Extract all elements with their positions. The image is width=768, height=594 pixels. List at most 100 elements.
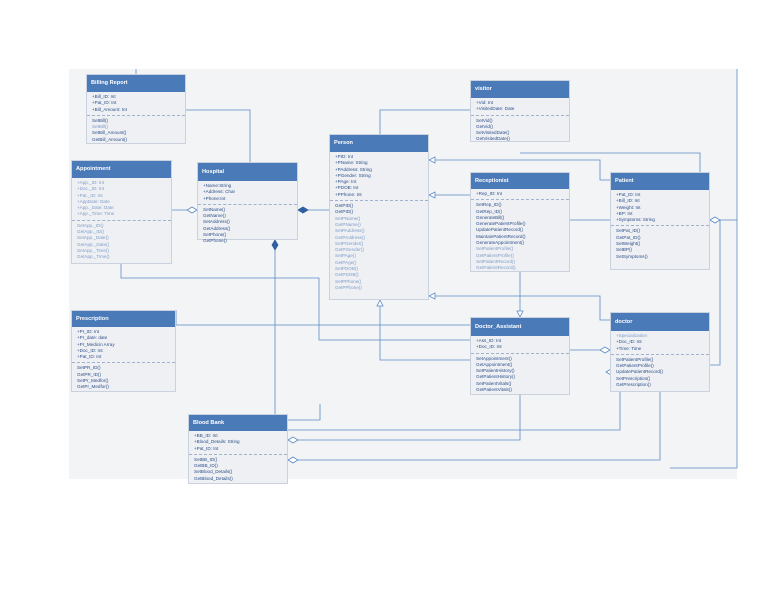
- attributes-section: +Vid: Int +VisitedDate: Date: [471, 98, 569, 115]
- method: SetApp._Time(): [77, 247, 109, 253]
- method: GetApp._Time(): [77, 254, 110, 260]
- method: SetPatientProfile(): [476, 246, 514, 252]
- method: GetPatientRecord(): [476, 265, 516, 271]
- class-receptionist: Receptionist +Rep_ID: Int SetRep_ID() Ge…: [470, 172, 570, 272]
- class-header: Receptionist: [471, 173, 569, 189]
- method: SetBlood_Details(): [194, 469, 233, 475]
- attribute: +Pat_ID: Int: [194, 445, 219, 451]
- method: SetPDOB(): [335, 266, 358, 272]
- attribute: +Ass_ID: Int: [476, 338, 502, 343]
- method: GetApp._ID(): [77, 229, 105, 235]
- method: GetPat_ID(): [616, 234, 641, 240]
- method: GetVisitedDate(): [476, 136, 510, 142]
- attribute: +App._ID: Int: [77, 180, 104, 185]
- method: GetBill_Amount(): [92, 136, 127, 142]
- class-hospital: Hospital +Name:String +Address: Char +Ph…: [197, 162, 298, 243]
- methods-section: SetPR_ID() GetPR_ID() SetPr_Medfor() Get…: [72, 362, 175, 392]
- attribute: +Pat_ID: Int: [616, 192, 641, 197]
- relationship-line: [429, 159, 610, 181]
- inheritance-arrow: [428, 156, 436, 164]
- methods-section: SetApp._ID() GetApp._ID() SetApp._Date()…: [72, 219, 171, 263]
- attribute: +Blood_Details: String: [194, 439, 240, 445]
- method: GetVid(): [476, 123, 494, 129]
- method: SetPatientProfile(): [616, 356, 654, 362]
- method: GetPatientHistory(): [476, 374, 516, 380]
- attributes-section: +Ass_ID: Int +Doc_ID: Int: [471, 336, 569, 353]
- method: UpdatePatientRecord(): [476, 227, 523, 233]
- class-patient: Patient +Pat_ID: Int +Bill_ID: Int +Weig…: [610, 172, 710, 270]
- attribute: +PGender: String: [335, 172, 371, 178]
- aggregation-diamond: [709, 216, 721, 224]
- attribute: +PName: String: [335, 160, 368, 166]
- class-blood-bank: Blood Bank +BB_ID: Int +Blood_Details: S…: [188, 414, 288, 484]
- attributes-section: +Pr_ID: Int +Pr_date: date +Pr_Medicin A…: [72, 327, 175, 362]
- method: SetPR_ID(): [77, 365, 101, 371]
- method: SetPAddress(): [335, 228, 365, 234]
- class-header: Blood Bank: [189, 415, 287, 431]
- method: GetName(): [203, 213, 226, 219]
- inheritance-arrow: [428, 292, 436, 300]
- class-header: visitor: [471, 81, 569, 98]
- inheritance-arrow: [376, 299, 384, 307]
- method: SetWeight(): [616, 241, 641, 247]
- attribute: +PDOB: Int: [335, 185, 359, 191]
- method: SetPAge(): [335, 253, 356, 259]
- method: SetPatientHistory(): [476, 368, 515, 374]
- method: GetPGender(): [335, 247, 364, 253]
- class-header: Person: [330, 135, 428, 152]
- method: SetBill_Amount(): [92, 130, 127, 136]
- class-doctor: doctor +Specialization +Doc_ID: Int +Tim…: [610, 312, 710, 392]
- relationship-line: [379, 300, 470, 361]
- attribute: +App._Time: Time: [77, 211, 115, 217]
- class-header: Appointment: [72, 161, 171, 178]
- methods-section: SetName() GetName() SetAddress() GetAddr…: [198, 203, 297, 247]
- aggregation-diamond: [186, 206, 198, 214]
- class-billing-report: Billing Report +Bill_ID: Int +Pat_ID: In…: [86, 74, 186, 144]
- attribute: +AppDate: Date: [77, 198, 110, 204]
- attribute: +Doc._ID: Int: [77, 186, 104, 192]
- relationship-line: [670, 69, 738, 469]
- method: GetApp._Date(): [77, 241, 110, 247]
- attributes-section: +Specialization +Doc_ID: Int +Time: Time: [611, 331, 709, 354]
- method: SetBill(): [92, 117, 109, 123]
- method: GetPAddress(): [335, 234, 366, 240]
- attribute: +Pat._ID: Int: [77, 192, 103, 198]
- attribute: +Doc_ID: Int: [616, 339, 642, 345]
- relationship-line: [186, 109, 251, 162]
- method: UpdatePatientRecord(): [616, 369, 663, 375]
- attribute: +Bill_Amount: Int: [92, 106, 127, 112]
- aggregation-diamond: [599, 346, 611, 354]
- class-header: Doctor_Assistant: [471, 318, 569, 336]
- relationship-line: [288, 371, 621, 431]
- aggregation-diamond: [287, 456, 299, 464]
- method: GetPAge(): [335, 259, 357, 265]
- method: GetAppointment(): [476, 361, 513, 367]
- method: GetPrescription(): [616, 382, 651, 388]
- attribute: +Bill_ID: Int: [616, 198, 640, 204]
- method: GetRep_ID(): [476, 208, 503, 214]
- attribute: +Address: Char: [203, 189, 236, 195]
- inheritance-arrow: [428, 191, 436, 199]
- method: GetPPhone(): [335, 284, 362, 290]
- relationship-line: [710, 220, 721, 366]
- attributes-section: +PID: Int +PName: String +PAddress: Stri…: [330, 152, 428, 200]
- method: GetBB_ID(): [194, 463, 218, 469]
- attribute: +App._Date: Date: [77, 205, 114, 211]
- method: SetVisitedDate(): [476, 130, 510, 136]
- class-header: Patient: [611, 173, 709, 190]
- method: SetSymptoms(): [616, 253, 648, 259]
- methods-section: SetBill() SetBill() SetBill_Amount() Get…: [87, 114, 185, 145]
- method: SetPGender(): [335, 240, 364, 246]
- attributes-section: +Bill_ID: Int +Pat_ID: Int +Bill_Amount:…: [87, 92, 185, 115]
- attribute: +BB_ID: Int: [194, 433, 218, 438]
- method: GetPName(): [335, 221, 361, 227]
- attribute: +Vid: Int: [476, 100, 493, 105]
- attribute: +VisitedDate: Date: [476, 106, 515, 112]
- relationship-line: [288, 392, 661, 461]
- methods-section: SetRep_ID() GetRep_ID() GenerateBill() G…: [471, 199, 569, 273]
- method: GetPatientProfile(): [476, 252, 514, 258]
- class-header: Hospital: [198, 163, 297, 181]
- method: GetPDOB(): [335, 272, 359, 278]
- method: SetBP(): [616, 247, 633, 253]
